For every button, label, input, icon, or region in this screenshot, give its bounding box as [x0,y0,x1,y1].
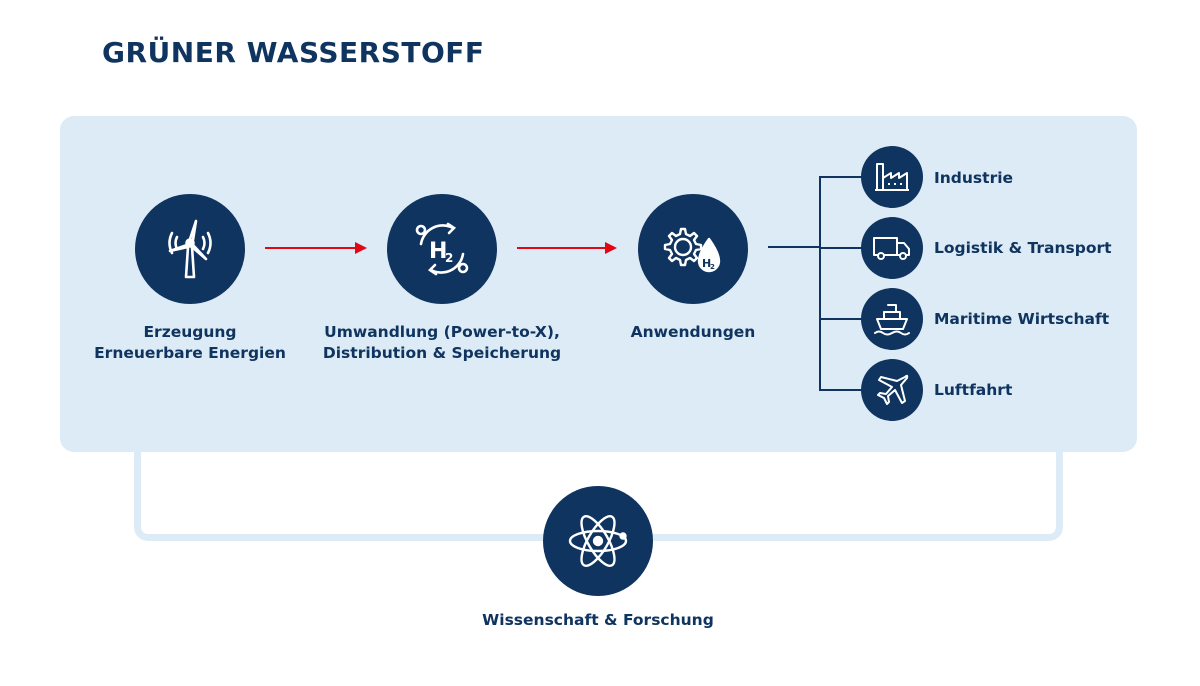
branch-connector [768,246,820,248]
factory-icon [861,146,923,208]
application-label: Logistik & Transport [934,239,1112,257]
page-title: GRÜNER WASSERSTOFF [102,36,485,69]
truck-icon [861,217,923,279]
svg-text:H: H [429,239,447,264]
airplane-icon [861,359,923,421]
branch-connector [819,389,863,391]
branch-connector [819,318,863,320]
flow-arrow [517,242,617,254]
application-label: Luftfahrt [934,381,1013,399]
wind-turbine-icon [135,194,245,304]
stage-label-applications: Anwendungen [630,323,756,341]
stage-label-generation: Erzeugung Erneuerbare Energien [70,322,310,364]
stage-label-line: Distribution & Speicherung [322,344,562,362]
research-label: Wissenschaft & Forschung [482,611,714,629]
application-label: Maritime Wirtschaft [934,310,1110,328]
svg-text:2: 2 [710,263,715,271]
ship-icon [861,288,923,350]
branch-connector [819,176,821,390]
stage-label-line: Umwandlung (Power-to-X), [324,323,560,341]
stage-label-line: Erneuerbare Energien [94,344,286,362]
gear-h2-drop-icon: H 2 [638,194,748,304]
svg-text:H: H [702,257,711,270]
h2-cycle-icon: H 2 [387,194,497,304]
branch-connector [819,176,863,178]
application-label: Industrie [934,169,1014,187]
stage-label-conversion: Umwandlung (Power-to-X), Distribution & … [312,322,572,364]
flow-arrow [265,242,367,254]
stage-label-line: Erzeugung [143,323,237,341]
branch-connector [819,247,863,249]
atom-icon [543,486,653,596]
process-panel [60,116,1137,452]
svg-text:2: 2 [445,251,453,265]
